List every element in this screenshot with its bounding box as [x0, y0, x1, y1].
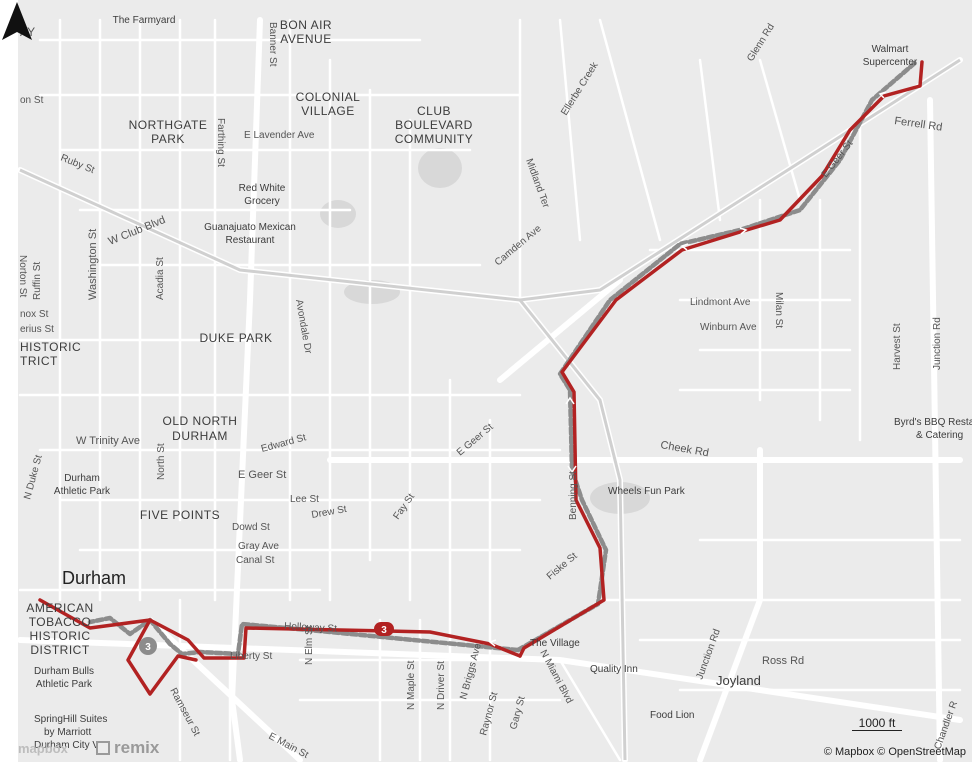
poi-guanajuato: Guanajuato Mexican — [204, 222, 296, 233]
poi-labels: The Farmyard Red White Grocery Guanajuat… — [34, 15, 972, 751]
road-lee: Lee St — [290, 494, 319, 505]
route-badge-number: 3 — [381, 625, 387, 636]
road-nox: nox St — [20, 309, 49, 320]
road-dowd: Dowd St — [232, 522, 270, 533]
road-banner: Banner St — [267, 22, 278, 67]
remix-logo[interactable]: remix — [96, 738, 159, 758]
road-junction-ne: Junction Rd — [932, 317, 943, 370]
label-northgate-2: PARK — [151, 132, 185, 146]
label-historic: HISTORIC — [20, 340, 81, 354]
minor-streets — [18, 18, 962, 762]
route-direction-arrows — [488, 91, 887, 647]
road-norton: Norton St — [17, 255, 28, 297]
label-american-2: TOBACCO — [29, 615, 92, 629]
poi-walmart: Walmart — [872, 44, 909, 55]
road-lindmont: Lindmont Ave — [690, 297, 751, 308]
road-gray: Gray Ave — [238, 541, 279, 552]
route-3-return[interactable] — [87, 59, 919, 657]
road-on-st: on St — [20, 95, 44, 106]
poi-food-lion: Food Lion — [650, 710, 694, 721]
label-club: CLUB — [417, 104, 451, 118]
poi-springhill: SpringHill Suites — [34, 714, 107, 725]
poi-guanajuato-2: Restaurant — [226, 235, 275, 246]
poi-durham-athletic: Durham — [64, 473, 100, 484]
poi-wheels: Wheels Fun Park — [608, 486, 686, 497]
poi-durham-athletic-2: Athletic Park — [54, 486, 111, 497]
neighborhood-labels: BON AIR AVENUE COLONIAL VILLAGE CLUB BOU… — [20, 18, 473, 657]
road-north-st: North St — [156, 443, 167, 480]
road-winburn: Winburn Ave — [700, 322, 757, 333]
road-ross: Ross Rd — [762, 655, 804, 667]
label-colonial-2: VILLAGE — [301, 104, 355, 118]
label-american-4: DISTRICT — [30, 643, 90, 657]
poi-bulls: Durham Bulls — [34, 666, 94, 677]
label-bon-air-2: AVENUE — [280, 32, 331, 46]
label-historic-2: TRICT — [20, 354, 58, 368]
remix-icon — [96, 741, 110, 755]
route-badge-return[interactable]: 3 — [139, 637, 157, 655]
map-attribution[interactable]: © Mapbox © OpenStreetMap — [823, 746, 966, 758]
road-n-driver: N Driver St — [436, 661, 447, 710]
highway-core — [19, 58, 961, 761]
road-harvest: Harvest St — [892, 323, 903, 370]
road-e-geer-mid: E Geer St — [238, 469, 286, 481]
label-northgate: NORTHGATE — [129, 118, 208, 132]
label-old-north-2: DURHAM — [172, 429, 228, 443]
poi-byrds: Byrd's BBQ Resta — [894, 417, 972, 428]
road-w-trinity: W Trinity Ave — [76, 435, 140, 447]
label-duke-park: DUKE PARK — [200, 331, 273, 345]
remix-logo-text: remix — [114, 738, 160, 757]
road-canal: Canal St — [236, 555, 275, 566]
label-club-3: COMMUNITY — [395, 132, 474, 146]
road-ruffin: Ruffin St — [32, 262, 43, 300]
label-colonial: COLONIAL — [296, 90, 361, 104]
label-american: AMERICAN — [26, 601, 93, 615]
route-badge-return-number: 3 — [145, 642, 151, 653]
poi-springhill-2: by Marriott — [44, 727, 91, 738]
label-city-durham: Durham — [62, 568, 126, 588]
poi-bulls-2: Athletic Park — [36, 679, 93, 690]
label-bon-air: BON AIR — [280, 18, 332, 32]
route-badge[interactable]: 3 — [374, 622, 394, 636]
north-arrow-icon — [2, 2, 32, 40]
poi-joyland: Joyland — [716, 673, 761, 688]
poi-quality: Quality Inn — [590, 664, 638, 675]
road-holloway: Holloway St — [284, 621, 338, 635]
road-n-maple: N Maple St — [406, 660, 417, 710]
poi-red-white-2: Grocery — [244, 196, 280, 207]
label-club-2: BOULEVARD — [395, 118, 473, 132]
road-milan: Milan St — [773, 292, 784, 328]
poi-village: The Village — [530, 638, 580, 649]
road-washington: Washington St — [87, 229, 99, 300]
road-n-elm: N Elm St — [304, 625, 315, 665]
road-erius: erius St — [20, 324, 54, 335]
label-old-north: OLD NORTH — [163, 414, 238, 428]
poi-walmart-2: Supercenter — [863, 57, 918, 68]
road-benning: Benning St — [568, 471, 579, 520]
road-farthing: Farthing St — [215, 118, 226, 167]
poi-farmyard: The Farmyard — [113, 15, 176, 26]
route-3-outbound[interactable] — [38, 60, 924, 696]
road-e-lavender: E Lavender Ave — [244, 130, 315, 141]
mapbox-logo[interactable]: mapbox — [18, 741, 68, 756]
road-liberty: Liberty St — [230, 651, 272, 662]
scale-bar: 1000 ft — [852, 716, 902, 731]
poi-byrds-2: & Catering — [916, 430, 963, 441]
label-five-points: FIVE POINTS — [140, 508, 220, 522]
label-american-3: HISTORIC — [29, 629, 90, 643]
road-acadia: Acadia St — [155, 257, 166, 300]
poi-springhill-3: Durham City V — [34, 740, 99, 751]
poi-red-white: Red White — [239, 183, 286, 194]
